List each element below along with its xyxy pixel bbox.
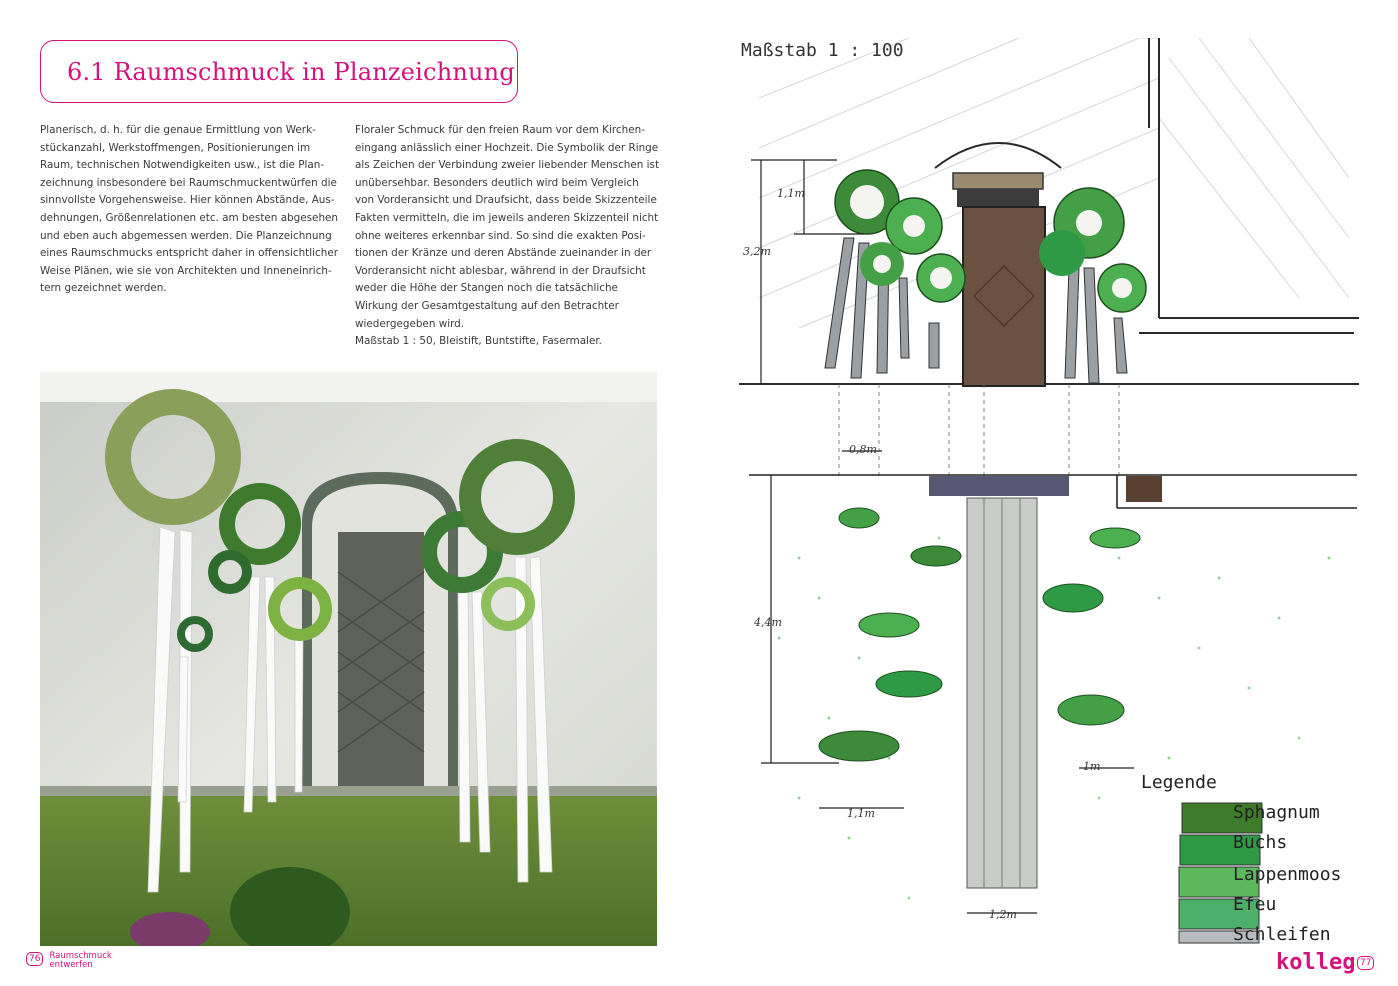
section-label-line-1: Raumschmuck <box>49 951 112 961</box>
dim-wreath-width: 0,8m <box>849 443 877 456</box>
page-number-right: 77 <box>1357 956 1375 970</box>
wedding-wreath-photo <box>40 372 657 946</box>
chapter-title-box: 6.1 Raumschmuck in Planzeichnung <box>40 40 518 103</box>
dim-path-width: 1,2m <box>989 908 1017 921</box>
legend-title: Legende <box>1141 772 1217 793</box>
scale-label: Maßstab 1 : 100 <box>741 40 904 61</box>
section-label: Raumschmuck entwerfen <box>49 952 111 970</box>
page-footer-left: 76 Raumschmuck entwerfen <box>26 952 112 970</box>
brand-logo: kolleg <box>1276 950 1356 975</box>
right-page: Maßstab 1 : 100 1,1m 3,2m 0,8m 4,4m 1m 1… <box>699 0 1398 986</box>
floor-plan-sketch <box>739 38 1359 944</box>
body-column-2: Floraler Schmuck für den freien Raum vor… <box>355 122 660 351</box>
left-page: 6.1 Raumschmuck in Planzeichnung Planeri… <box>26 40 660 970</box>
dim-spacing-left: 1,1m <box>847 807 875 820</box>
legend-item-schleifen: Schleifen <box>1233 924 1331 945</box>
legend-item-buchs: Buchs <box>1233 832 1288 853</box>
legend-item-efeu: Efeu <box>1233 894 1277 915</box>
dim-depth: 4,4m <box>754 616 782 629</box>
section-label-line-2: entwerfen <box>49 960 93 970</box>
dim-pole-height: 3,2m <box>743 245 771 258</box>
body-text-1: Planerisch, d. h. für die genaue Ermittl… <box>40 124 339 295</box>
photo-caption: Maßstab 1 : 50, Bleistift, Buntstifte, F… <box>355 335 602 348</box>
body-column-1: Planerisch, d. h. für die genaue Ermittl… <box>40 122 340 298</box>
body-text-2: Floraler Schmuck für den freien Raum vor… <box>355 124 660 330</box>
chapter-title: 6.1 Raumschmuck in Planzeichnung <box>67 57 515 86</box>
legend-item-sphagnum: Sphagnum <box>1233 802 1320 823</box>
page-number-left: 76 <box>26 952 44 966</box>
legend-item-lappenmoos: Lappenmoos <box>1233 864 1342 885</box>
dim-wreath-height: 1,1m <box>777 187 805 200</box>
dim-spacing-right: 1m <box>1083 760 1101 773</box>
